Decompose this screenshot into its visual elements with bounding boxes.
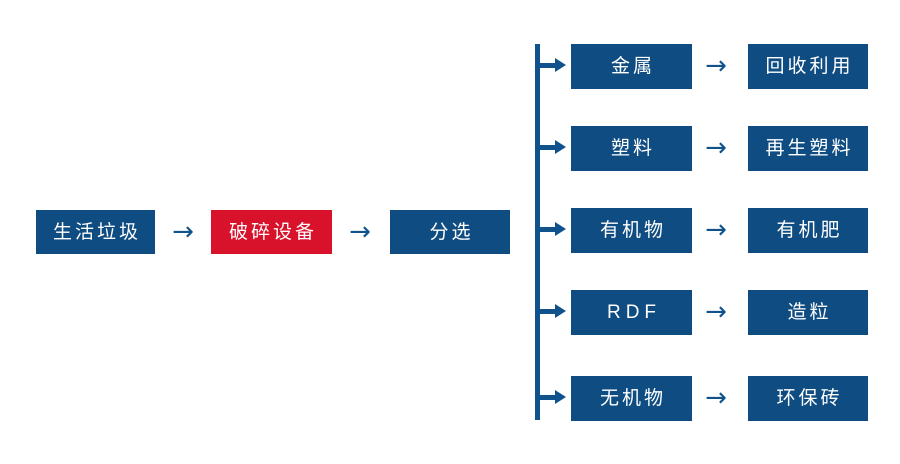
node-sorting[interactable]: 分选	[390, 210, 510, 254]
branch-connector-rdf	[535, 309, 557, 314]
arrow-crusher-to-sorting: →	[349, 217, 371, 247]
branch-arrowhead-rdf	[555, 304, 566, 318]
arrow-rdf-to-product: →	[705, 297, 727, 327]
branch-trunk-line	[535, 44, 540, 420]
node-material-rdf[interactable]: RDF	[571, 290, 692, 335]
node-product-organic-fertilizer[interactable]: 有机肥	[748, 208, 868, 253]
node-product-recycled-plastic[interactable]: 再生塑料	[748, 126, 868, 171]
branch-arrowhead-inorganic	[555, 390, 566, 404]
node-input[interactable]: 生活垃圾	[36, 210, 155, 254]
branch-arrowhead-organic	[555, 222, 566, 236]
branch-arrowhead-plastic	[555, 140, 566, 154]
node-product-recycling[interactable]: 回收利用	[748, 44, 868, 89]
arrow-plastic-to-product: →	[705, 133, 727, 163]
node-material-metal[interactable]: 金属	[571, 44, 692, 89]
branch-connector-plastic	[535, 145, 557, 150]
arrow-metal-to-product: →	[705, 51, 727, 81]
node-material-organic[interactable]: 有机物	[571, 208, 692, 253]
branch-arrowhead-metal	[555, 58, 566, 72]
branch-connector-organic	[535, 227, 557, 232]
node-product-granulation[interactable]: 造粒	[748, 290, 868, 335]
node-crusher[interactable]: 破碎设备	[211, 210, 332, 254]
arrow-inorganic-to-product: →	[705, 383, 727, 413]
arrow-organic-to-product: →	[705, 215, 727, 245]
node-material-plastic[interactable]: 塑料	[571, 126, 692, 171]
branch-connector-metal	[535, 63, 557, 68]
node-material-inorganic[interactable]: 无机物	[571, 376, 692, 421]
arrow-input-to-crusher: →	[172, 217, 194, 247]
node-product-eco-brick[interactable]: 环保砖	[748, 376, 868, 421]
branch-connector-inorganic	[535, 395, 557, 400]
